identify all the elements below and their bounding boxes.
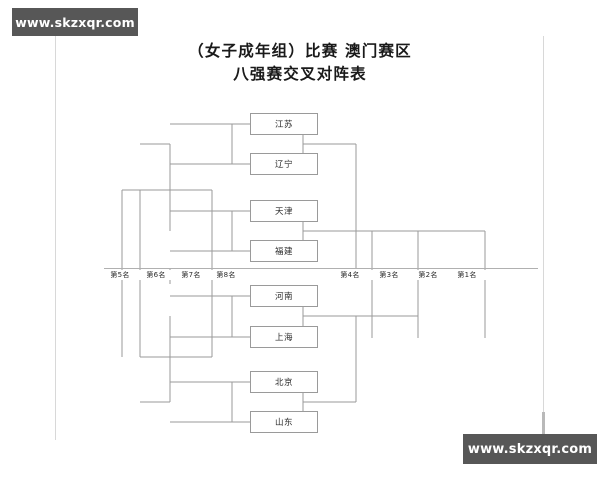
page-margin-tick bbox=[542, 412, 545, 434]
team-box-shanghai[interactable]: 上海 bbox=[250, 326, 318, 348]
rank-divider-rule bbox=[104, 268, 538, 269]
team-box-fujian[interactable]: 福建 bbox=[250, 240, 318, 262]
team-name: 河南 bbox=[274, 292, 293, 302]
team-box-henan[interactable]: 河南 bbox=[250, 285, 318, 307]
watermark-top-left: www.skzxqr.com bbox=[12, 8, 138, 36]
rank-label-right-2: 第3名 bbox=[369, 270, 409, 280]
team-box-shandong[interactable]: 山东 bbox=[250, 411, 318, 433]
team-box-jiangsu[interactable]: 江苏 bbox=[250, 113, 318, 135]
page-margin-line-right bbox=[543, 36, 544, 428]
team-name: 北京 bbox=[274, 378, 293, 388]
rank-label-left-4: 第8名 bbox=[206, 270, 246, 280]
page-title: （女子成年组）比赛 澳门赛区 八强赛交叉对阵表 bbox=[0, 40, 600, 86]
team-box-liaoning[interactable]: 辽宁 bbox=[250, 153, 318, 175]
team-name: 天津 bbox=[274, 207, 293, 217]
title-line-1: （女子成年组）比赛 澳门赛区 bbox=[188, 42, 412, 60]
team-name: 辽宁 bbox=[274, 160, 293, 170]
team-name: 山东 bbox=[274, 418, 293, 428]
page-margin-line-left bbox=[55, 36, 56, 440]
title-line-2: 八强赛交叉对阵表 bbox=[233, 65, 367, 83]
team-box-beijing[interactable]: 北京 bbox=[250, 371, 318, 393]
team-name: 江苏 bbox=[274, 120, 293, 130]
rank-label-right-1: 第4名 bbox=[330, 270, 370, 280]
team-box-tianjin[interactable]: 天津 bbox=[250, 200, 318, 222]
team-name: 福建 bbox=[274, 247, 293, 257]
rank-label-left-1: 第5名 bbox=[100, 270, 140, 280]
rank-label-right-4: 第1名 bbox=[447, 270, 487, 280]
rank-label-left-2: 第6名 bbox=[136, 270, 176, 280]
watermark-bottom-right: www.skzxqr.com bbox=[463, 434, 597, 464]
team-name: 上海 bbox=[274, 333, 293, 343]
rank-label-left-3: 第7名 bbox=[171, 270, 211, 280]
rank-label-right-3: 第2名 bbox=[408, 270, 448, 280]
